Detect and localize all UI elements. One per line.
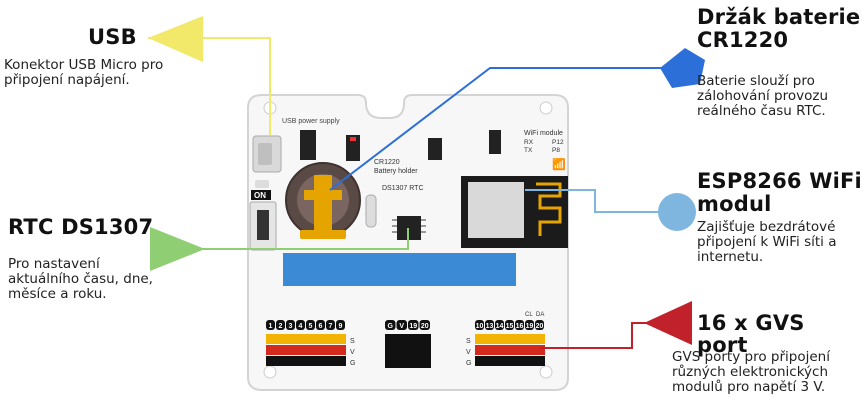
pin-right-label-15: 15 (506, 323, 514, 330)
pin-mid-badge-V (396, 320, 407, 330)
pin-left-label-9: 9 (339, 323, 343, 330)
wifi-icon: 📶 (552, 158, 566, 171)
wifi-circle-marker (658, 193, 696, 231)
pin-left-badge-2 (276, 320, 285, 330)
pin-right-label-10: 10 (476, 323, 484, 330)
pin-mid-label-19: 19 (409, 323, 417, 330)
pin-left-label-5: 5 (309, 323, 313, 330)
row-g-right: G (466, 360, 471, 367)
rtc-callout (150, 227, 409, 271)
row-s-right: S (466, 338, 471, 345)
pin-right-label-14: 14 (496, 323, 504, 330)
usb-arrow-marker (148, 16, 203, 62)
pin-left-badge-9 (336, 320, 345, 330)
wifi-module: WiFi module RX TX P12 P8 📶 (428, 130, 568, 248)
wifi-title-line1: ESP8266 WiFi (697, 169, 862, 193)
ds1307-label: DS1307 RTC (382, 185, 424, 192)
holder-description: Baterie slouží pro zálohování provozu re… (697, 73, 829, 119)
pin-left-badge-3 (286, 320, 295, 330)
holder-title-line1: Držák baterie (697, 5, 861, 29)
pin-left-label-7: 7 (329, 323, 333, 330)
on-label: ON (254, 191, 266, 200)
holder-callout (329, 48, 705, 191)
pin-mid-badge-G (385, 320, 396, 330)
pin-mid-label-G: G (388, 323, 394, 330)
row-v-right: V (466, 349, 471, 356)
usb-power-label: USB power supply (282, 118, 340, 125)
row-letters: S V G S V G CL DA (350, 312, 544, 367)
pin-right-label-20: 20 (536, 323, 544, 330)
pin-left-badge-4 (296, 320, 305, 330)
pin-left-badge-5 (306, 320, 315, 330)
rtc-description: Pro nastavení aktuálního času, dne, měsí… (8, 256, 153, 302)
pin-right-label-19: 19 (526, 323, 534, 330)
pin-left-label-4: 4 (299, 323, 303, 330)
led-bar (283, 253, 516, 286)
p8-label: P8 (552, 147, 560, 154)
holder-title-line2: CR1220 (697, 28, 789, 52)
rtc-triangle-marker (150, 227, 205, 271)
pin-left-badge-7 (326, 320, 335, 330)
rtc-title: RTC DS1307 (8, 215, 154, 239)
pin-left-label-6: 6 (319, 323, 323, 330)
p12-label: P12 (552, 139, 564, 146)
pin-right-label-16: 16 (516, 323, 524, 330)
cl-label: CL (525, 312, 533, 318)
usb-description: Konektor USB Micro pro připojení napájen… (4, 57, 164, 88)
wifi-callout (525, 189, 696, 231)
pin-left-label-2: 2 (279, 323, 283, 330)
da-label: DA (536, 312, 544, 318)
wifi-title-line2: modul (697, 192, 772, 216)
gvs-description: GVS porty pro připojení různých elektron… (672, 349, 830, 395)
pin-left-badge-6 (316, 320, 325, 330)
usb-callout (148, 16, 271, 135)
gvs-title: 16 x GVS port (697, 311, 805, 357)
wifi-module-label: WiFi module (524, 130, 563, 137)
pin-mid-label-20: 20 (421, 323, 429, 330)
row-v-left: V (350, 349, 355, 356)
pin-right-badge-13 (485, 320, 494, 330)
pin-right-badge-10 (475, 320, 484, 330)
tx-label: TX (524, 147, 533, 154)
pin-mid-badge-19 (408, 320, 419, 330)
pin-right-badge-19 (525, 320, 534, 330)
pin-mid-label-V: V (399, 323, 404, 330)
row-s-left: S (350, 338, 355, 345)
pin-right-badge-20 (535, 320, 544, 330)
pin-right-label-13: 13 (486, 323, 494, 330)
battery-holder-label: Battery holder (374, 168, 418, 175)
pin-left-label-3: 3 (289, 323, 293, 330)
usb-title: USB (88, 25, 137, 49)
cr1220-label: CR1220 (374, 159, 400, 166)
pin-left-label-1: 1 (269, 323, 273, 330)
pin-right-badge-16 (515, 320, 524, 330)
pin-mid-badge-20 (419, 320, 430, 330)
row-g-left: G (350, 360, 355, 367)
holder-pentagon-marker (660, 48, 705, 88)
wifi-description: Zajišťuje bezdrátové připojení k WiFi sí… (697, 219, 837, 265)
pin-right-badge-15 (505, 320, 514, 330)
gvs-triangle-marker (644, 301, 692, 345)
gvs-callout (540, 301, 692, 349)
usb-connector: USB power supply (252, 118, 360, 173)
pin-left-badge-1 (266, 320, 275, 330)
on-switch: ON (249, 180, 277, 251)
rx-label: RX (524, 139, 534, 146)
pin-right-badge-14 (495, 320, 504, 330)
